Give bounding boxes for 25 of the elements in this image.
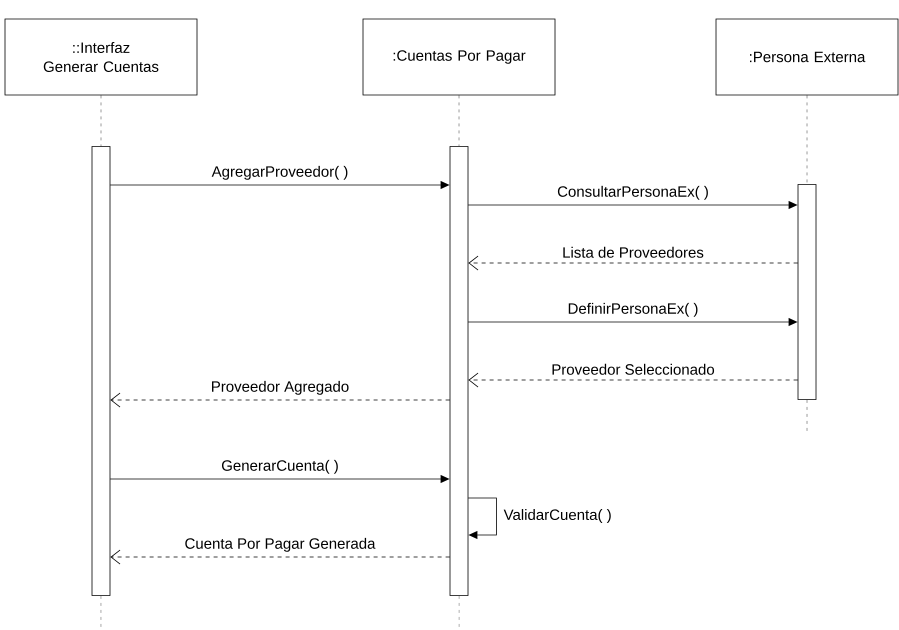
message-label: Cuenta Por Pagar Generada [185, 538, 376, 552]
lifeline-box: :Cuentas Por Pagar [362, 18, 556, 96]
message-arrow [110, 392, 450, 408]
message-label: AgregarProveedor( ) [212, 166, 348, 180]
lifeline [806, 95, 808, 184]
activation-bar [450, 146, 468, 596]
message-arrow [468, 256, 798, 270]
activation-bar [92, 146, 110, 596]
lifeline-box: :Persona Externa [716, 18, 898, 96]
lifeline [458, 95, 460, 146]
message-arrow [110, 550, 450, 564]
message-label: GenerarCuenta( ) [222, 460, 338, 474]
message-label: ConsultarPersonaEx( ) [558, 186, 708, 200]
message-label: DefinirPersonaEx( ) [568, 302, 698, 317]
lifeline [100, 95, 102, 146]
message-arrow [468, 372, 798, 388]
message-label: Proveedor Agregado [212, 380, 349, 395]
message-label: Proveedor Seleccionado [552, 364, 714, 375]
lifeline [458, 596, 460, 630]
message-arrow [468, 498, 497, 540]
message-label: Lista de Proveedores [563, 246, 704, 258]
lifeline-box: ::Interfaz Generar Cuentas [4, 18, 198, 96]
activation-bar [798, 184, 816, 400]
lifeline [100, 596, 102, 630]
message-label: ValidarCuenta( ) [504, 509, 611, 523]
